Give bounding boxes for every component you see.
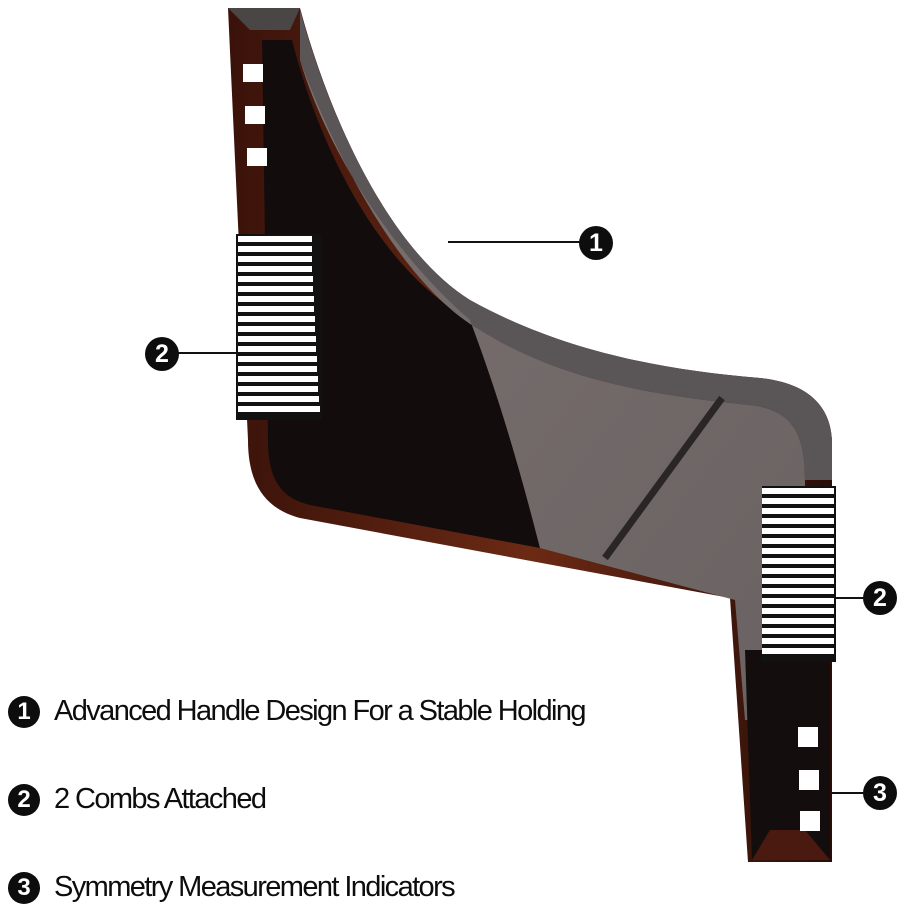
legend-text-3: Symmetry Measurement Indicators — [54, 871, 456, 903]
callout-2-right-badge: 2 — [863, 581, 897, 615]
callout-2-left-badge: 2 — [145, 337, 179, 371]
legend-item-2: 2 2 Combs Attached — [8, 783, 267, 816]
legend-badge-1: 1 — [8, 695, 40, 728]
left-comb — [236, 234, 322, 420]
legend-text-2: 2 Combs Attached — [54, 783, 267, 815]
template-body-gray — [300, 10, 832, 480]
template-top-bevel — [228, 8, 300, 30]
template-lower-bevel — [752, 830, 830, 860]
callout-2-right: 2 — [863, 581, 897, 615]
diagonal-groove — [602, 395, 725, 561]
legend-badge-2: 2 — [8, 783, 40, 816]
callout-1: 1 — [579, 226, 613, 260]
upper-indicator-squares — [243, 64, 267, 166]
right-comb — [762, 486, 836, 662]
lower-indicator-squares — [798, 727, 820, 831]
legend-badge-3: 3 — [8, 871, 40, 904]
template-lower-handle — [745, 650, 830, 860]
legend-item-1: 1 Advanced Handle Design For a Stable Ho… — [8, 695, 587, 728]
template-body-dark — [262, 40, 540, 548]
template-face-gray — [300, 60, 805, 720]
callout-3: 3 — [863, 776, 897, 810]
legend-item-3: 3 Symmetry Measurement Indicators — [8, 871, 456, 904]
legend-text-1: Advanced Handle Design For a Stable Hold… — [54, 695, 587, 727]
callout-3-badge: 3 — [863, 776, 897, 810]
callout-2-left: 2 — [145, 337, 179, 371]
callout-1-badge: 1 — [579, 226, 613, 260]
